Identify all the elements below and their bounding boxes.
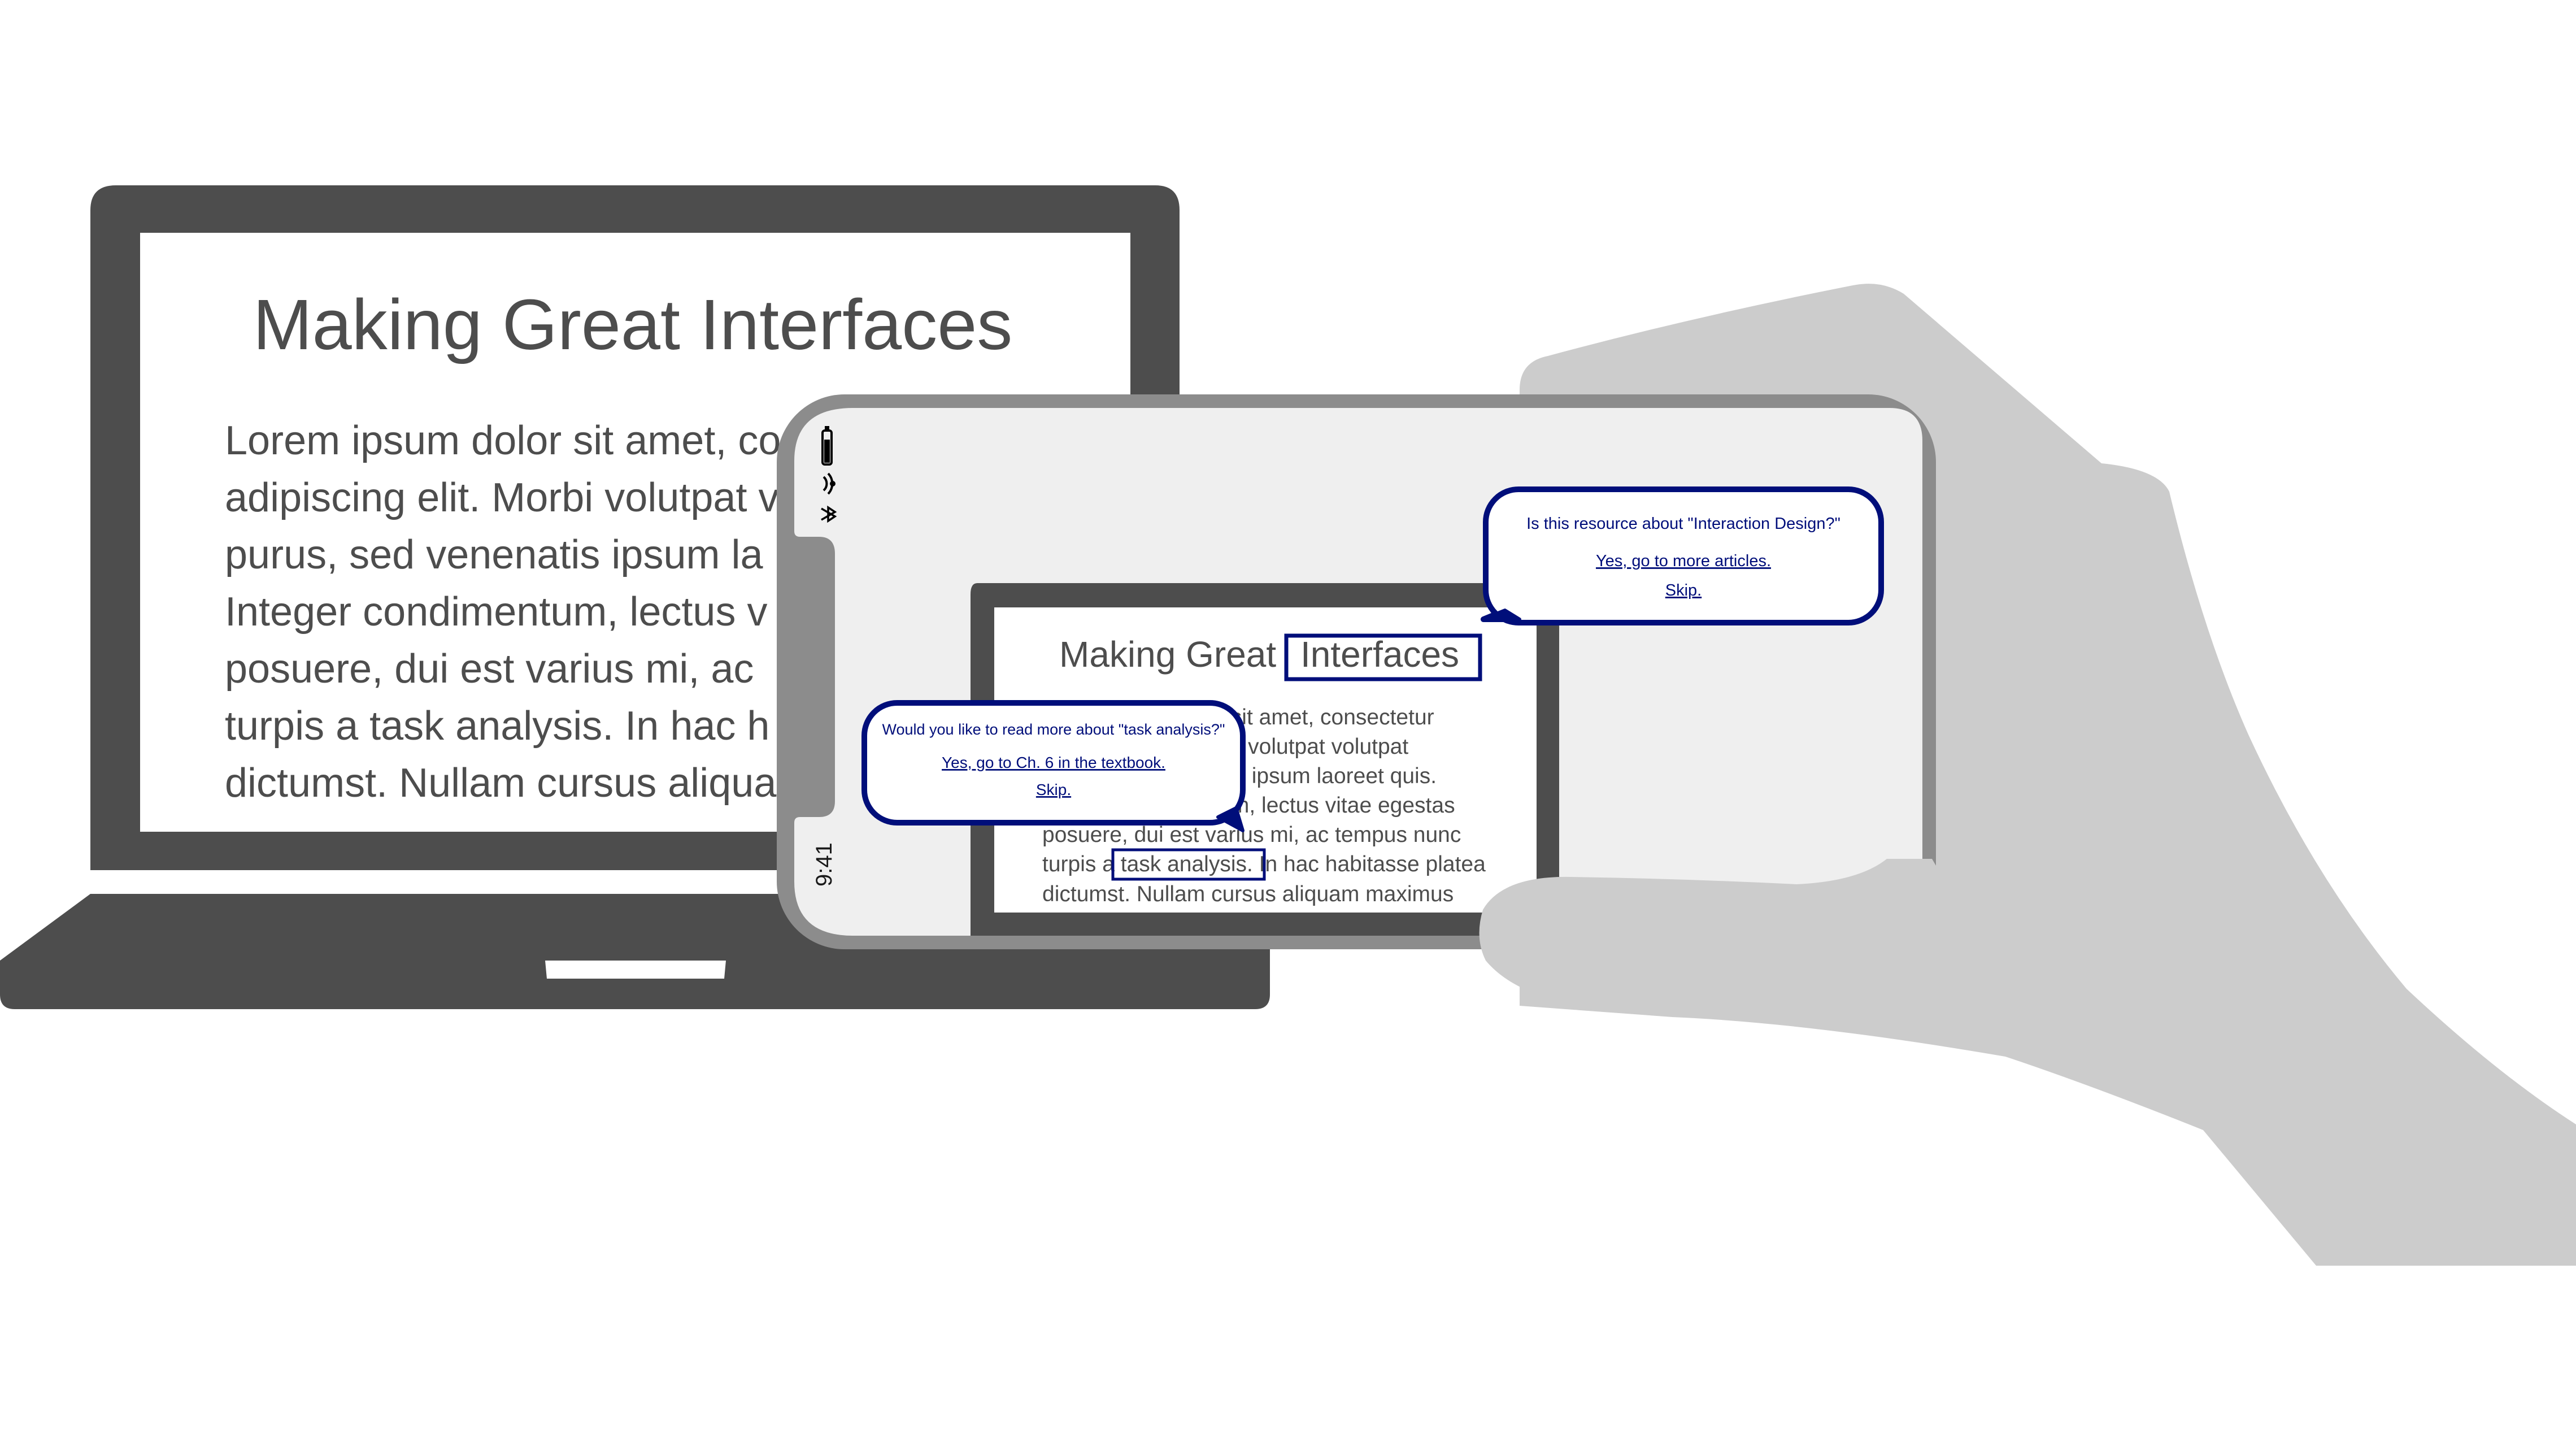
phone: 9:41 Making Great Interfaces Lorem ipsum… [777, 394, 1936, 949]
inner-line-7: dictumst. Nullam cursus aliquam maximus [1042, 882, 1454, 906]
bubble-top-skip-link[interactable]: Skip. [1665, 581, 1702, 599]
bubble-left-skip-link[interactable]: Skip. [1036, 781, 1071, 798]
laptop-body-line-3: purus, sed venenatis ipsum la [225, 532, 763, 577]
status-bar: 9:41 [812, 426, 837, 887]
inner-title-highlight: Interfaces [1300, 634, 1459, 675]
laptop-body-line-7: dictumst. Nullam cursus aliqua [225, 761, 777, 806]
laptop-body-line-4: Integer condimentum, lectus v [225, 589, 767, 635]
task-analysis-highlight-box[interactable] [1111, 848, 1266, 881]
wifi-icon [823, 472, 836, 495]
bubble-top-yes-link[interactable]: Yes, go to more articles. [1596, 552, 1771, 570]
bubble-top-question: Is this resource about "Interaction Desi… [1526, 515, 1840, 533]
ar-bubble-interaction-design: Is this resource about "Interaction Desi… [1481, 486, 1884, 625]
line6-prefix: turpis a [1042, 852, 1121, 876]
inner-line-6: turpis a task analysis. In hac habitasse… [1042, 852, 1486, 876]
laptop-trackpad [545, 961, 726, 979]
inner-body-line-5: posuere, dui est varius mi, ac tempus nu… [1042, 823, 1461, 847]
laptop-body-line-5: posuere, dui est varius mi, ac [225, 646, 754, 692]
hand-thumb [1479, 859, 2011, 1034]
laptop-body-text: Lorem ipsum dolor sit amet, co adipiscing… [225, 418, 781, 806]
line6-highlight: task analysis. [1121, 852, 1253, 876]
bluetooth-icon [821, 505, 837, 523]
battery-icon [821, 426, 833, 466]
laptop-page-title: Making Great Interfaces [253, 285, 1013, 364]
laptop-body-line-2: adipiscing elit. Morbi volutpat v [225, 475, 778, 520]
bubble-left-yes-link[interactable]: Yes, go to Ch. 6 in the textbook. [942, 754, 1165, 771]
ar-bubble-task-analysis: Would you like to read more about "task … [861, 700, 1246, 832]
laptop-body-line-6: turpis a task analysis. In hac h [225, 703, 769, 749]
bubble-left-question: Would you like to read more about "task … [882, 721, 1225, 738]
inner-title-prefix: Making Great [1059, 634, 1286, 675]
line6-suffix: In hac habitasse platea [1253, 852, 1486, 876]
status-time: 9:41 [812, 842, 837, 887]
laptop-body-line-1: Lorem ipsum dolor sit amet, co [225, 418, 781, 463]
interfaces-highlight-box[interactable] [1284, 633, 1482, 681]
